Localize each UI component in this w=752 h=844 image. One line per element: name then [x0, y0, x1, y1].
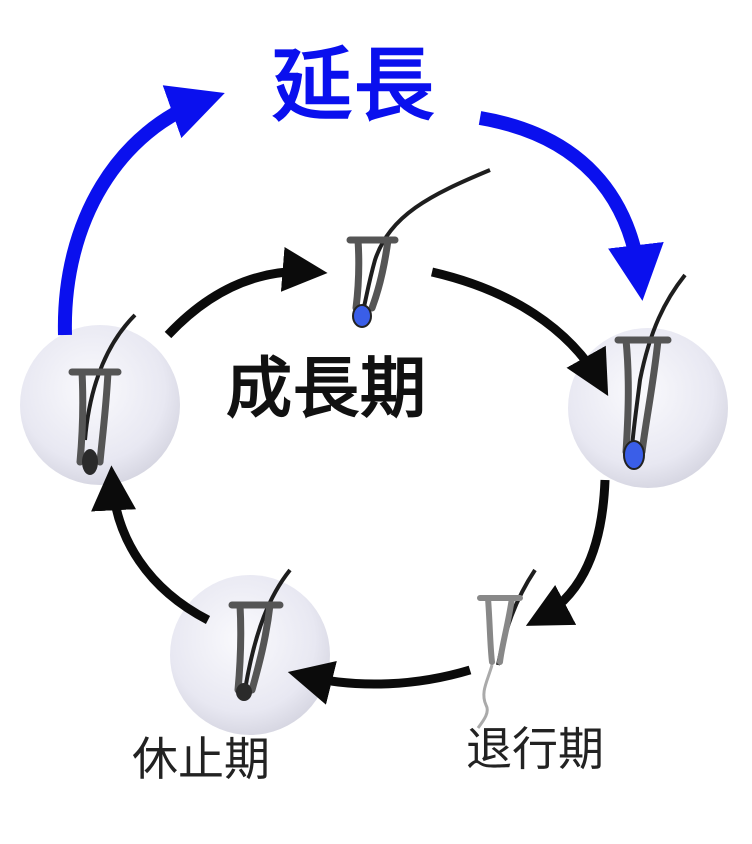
regression-phase-label: 退行期	[466, 722, 604, 776]
extension-arrow-right	[478, 111, 664, 301]
hair-follicle-icon	[346, 168, 491, 328]
stage-circle-left	[20, 325, 180, 485]
hair-follicle-icon	[68, 313, 137, 475]
cycle-arrow-regression-to-resting	[287, 661, 472, 705]
stage-circle-resting	[170, 575, 330, 735]
cycle-arrow-top-to-right	[430, 267, 609, 396]
hair-follicle-icon	[476, 568, 537, 729]
extension-arrow-left	[57, 85, 225, 336]
cycle-arrow-right-to-regression	[525, 479, 610, 626]
cycle-arrow-resting-to-left	[91, 465, 211, 624]
extension-label: 延長	[272, 39, 436, 132]
growth-phase-label: 成長期	[226, 350, 427, 427]
resting-phase-label: 休止期	[132, 732, 270, 786]
hair-follicle-icon	[614, 273, 687, 470]
cycle-arrow-left-to-top	[164, 247, 328, 339]
hair-follicle-icon	[228, 568, 292, 701]
